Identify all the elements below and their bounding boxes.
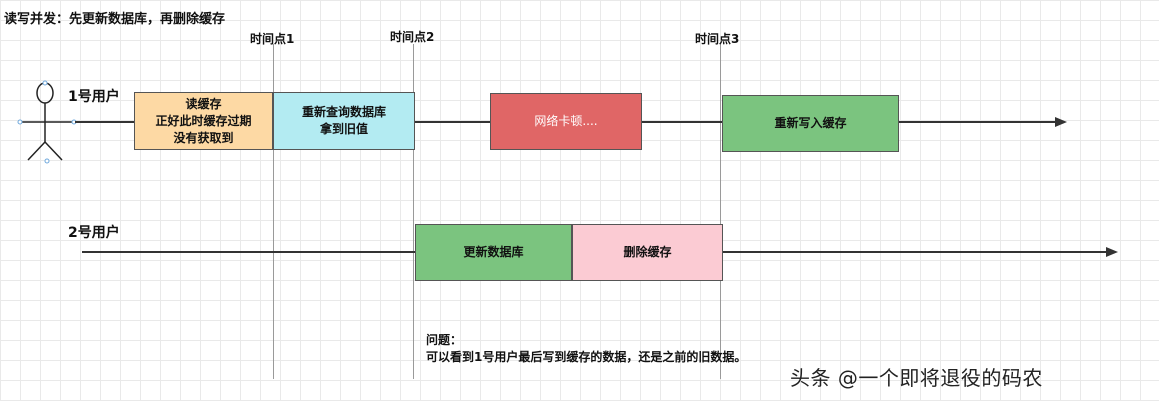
user-2-label: 2号用户 bbox=[68, 225, 120, 241]
step-rewrite-cache-text: 重新写入缓存 bbox=[774, 116, 847, 130]
step-requery-db: 重新查询数据库 拿到旧值 bbox=[273, 92, 415, 150]
step-read-cache: 读缓存 正好此时缓存过期 没有获取到 bbox=[134, 92, 273, 150]
step-update-db-text: 更新数据库 bbox=[463, 245, 524, 259]
time-point-2-line bbox=[413, 44, 414, 379]
step-network-lag: 网络卡顿.... bbox=[490, 93, 642, 150]
time-point-3-line bbox=[720, 44, 721, 379]
step-rewrite-cache: 重新写入缓存 bbox=[722, 95, 899, 152]
user-2-timeline-arrowhead bbox=[1106, 247, 1118, 257]
time-point-1-line bbox=[273, 44, 274, 379]
time-point-2-label: 时间点2 bbox=[390, 30, 435, 44]
step-read-cache-text: 读缓存 正好此时缓存过期 没有获取到 bbox=[155, 96, 252, 145]
user-stick-figure-icon bbox=[17, 80, 77, 164]
question-text: 可以看到1号用户最后写到缓存的数据，还是之前的旧数据。 bbox=[426, 350, 747, 364]
watermark: 头条 @一个即将退役的码农 bbox=[790, 366, 1043, 390]
step-network-lag-text: 网络卡顿.... bbox=[534, 114, 598, 128]
step-requery-db-text: 重新查询数据库 拿到旧值 bbox=[301, 105, 386, 136]
step-delete-cache-text: 删除缓存 bbox=[623, 245, 672, 259]
question-label: 问题： bbox=[426, 333, 463, 347]
time-point-1-label: 时间点1 bbox=[250, 32, 295, 46]
step-update-db: 更新数据库 bbox=[415, 224, 572, 281]
question-note: 问题： 可以看到1号用户最后写到缓存的数据，还是之前的旧数据。 bbox=[426, 332, 786, 366]
diagram-title: 读写并发：先更新数据库，再删除缓存 bbox=[4, 12, 226, 27]
user-1-label: 1号用户 bbox=[68, 89, 120, 105]
time-point-3-label: 时间点3 bbox=[695, 32, 740, 46]
step-delete-cache: 删除缓存 bbox=[572, 224, 723, 281]
user-1-timeline-arrowhead bbox=[1055, 117, 1067, 127]
